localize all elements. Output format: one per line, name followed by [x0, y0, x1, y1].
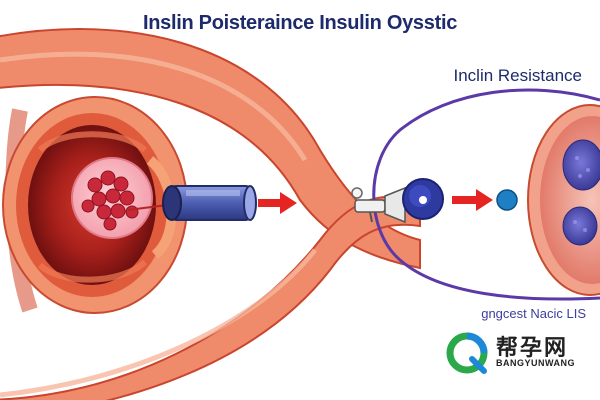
watermark-english-text: BANGYUNWANG	[496, 358, 575, 368]
insulin-molecule-icon	[351, 186, 406, 224]
receptor-icon	[402, 178, 444, 220]
syringe-icon	[162, 185, 257, 221]
receptor-cell-icon	[527, 104, 600, 296]
page-title: Inslin Poisteraince Insulin Oysstic	[142, 12, 458, 34]
watermark-logo-icon	[446, 332, 488, 374]
caption-label: gngcest Nacic LIS	[481, 306, 586, 321]
watermark-chinese-text: 帮孕网	[496, 336, 569, 361]
glucose-molecule-icon	[496, 189, 518, 211]
cell-membrane-outline	[372, 88, 600, 301]
beta-cells	[81, 170, 139, 231]
resistance-label: Inclin Resistance	[453, 66, 582, 85]
pancreas-cross-section	[2, 96, 188, 314]
arrow-right-icon	[258, 192, 297, 214]
watermark: 帮孕网 BANGYUNWANG	[446, 330, 596, 374]
arrow-right-icon	[452, 189, 493, 211]
